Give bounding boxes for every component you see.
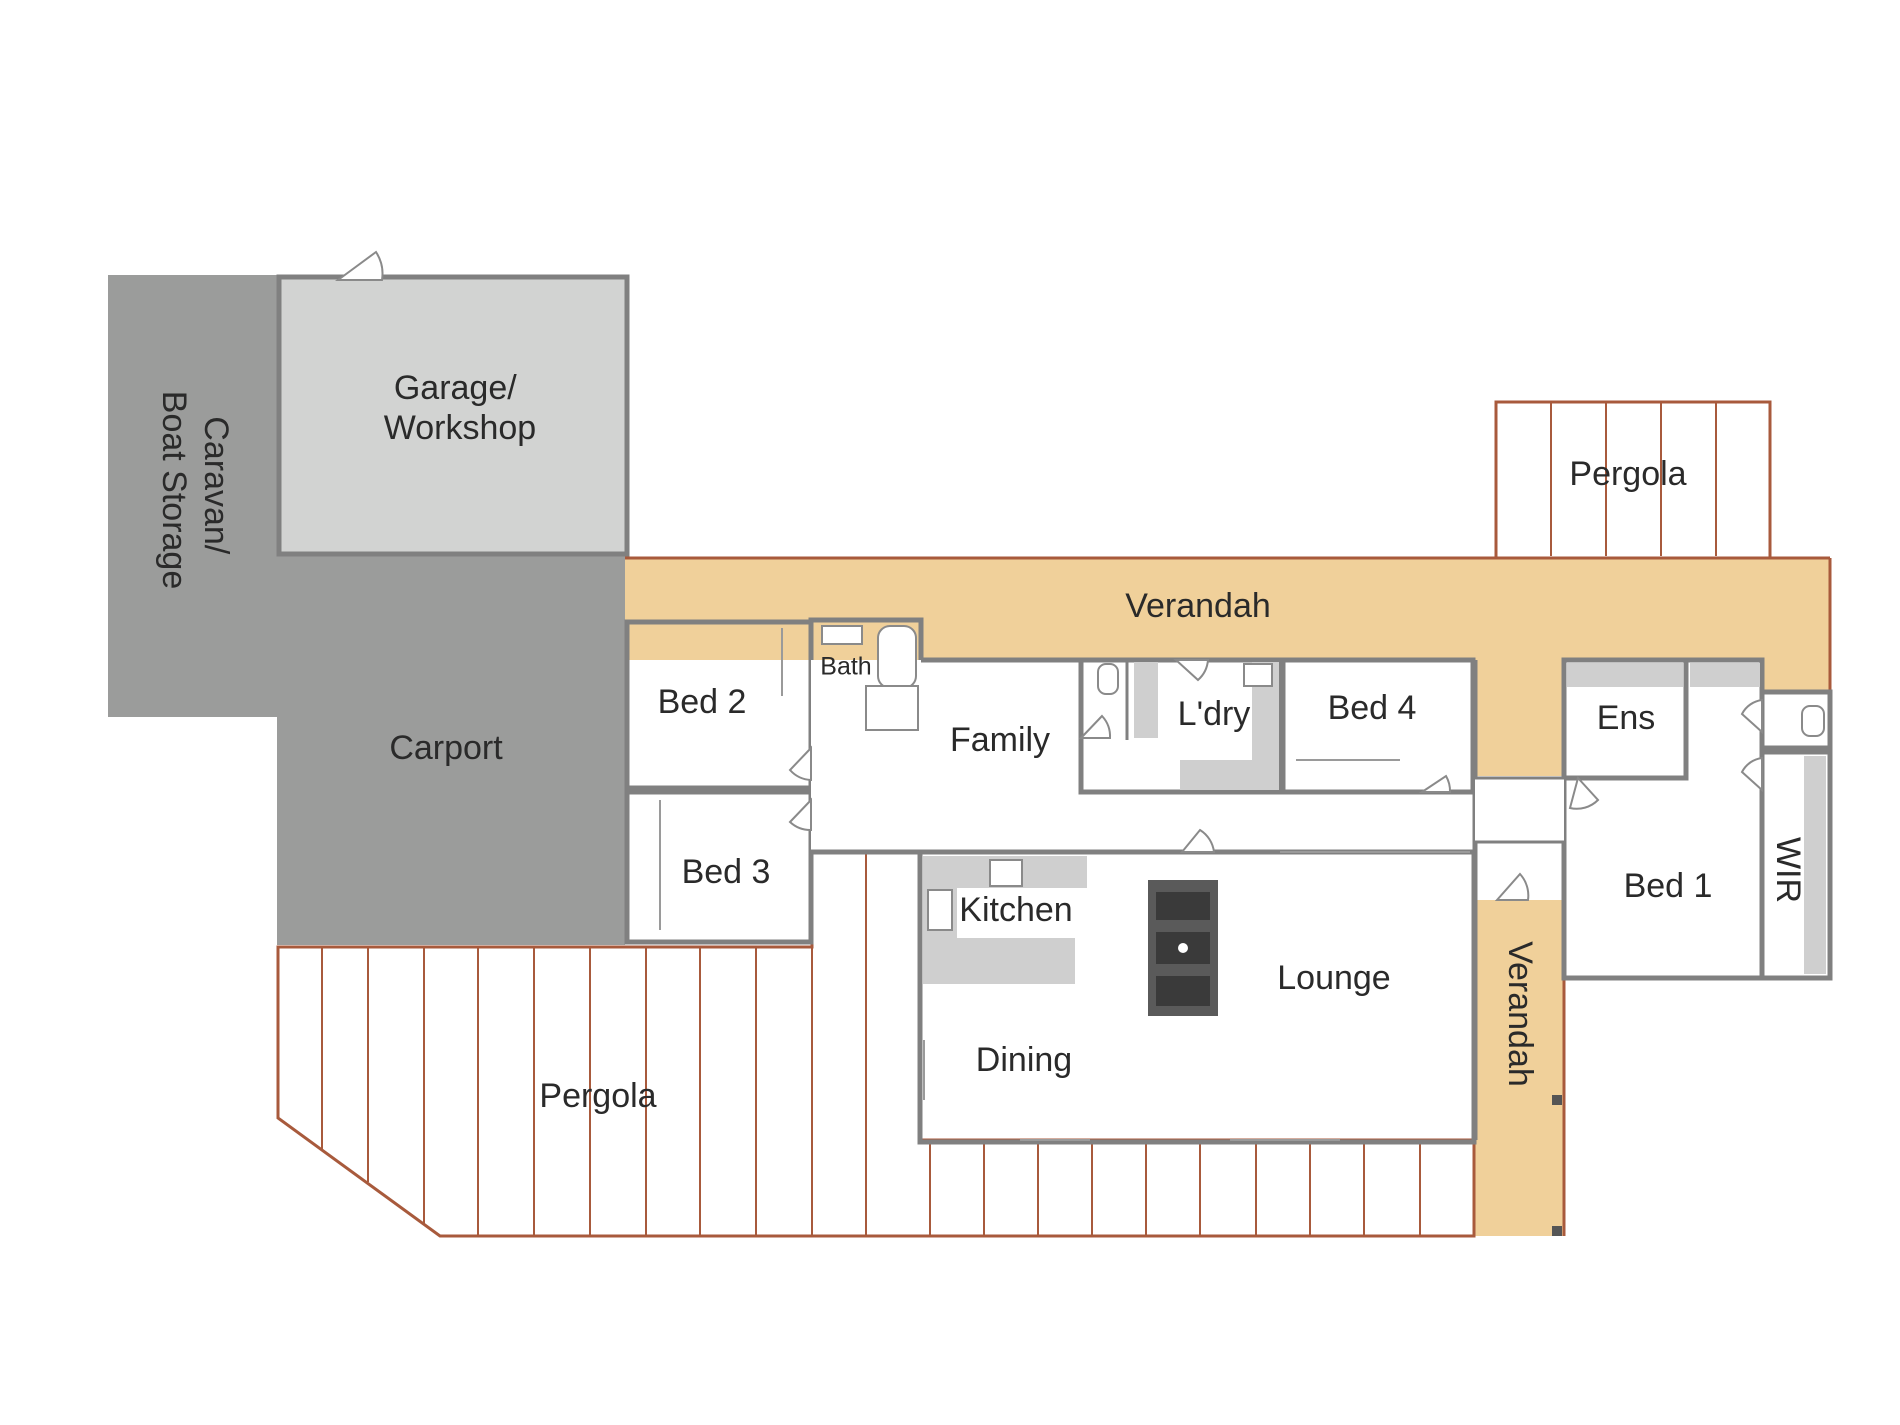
island-cell bbox=[1156, 976, 1210, 1006]
room-labels: Caravan/ Boat Storage Garage/ Workshop C… bbox=[155, 369, 1807, 1115]
door-icon bbox=[1418, 774, 1452, 793]
interior-rooms bbox=[624, 617, 1833, 1145]
post-marker bbox=[1552, 1226, 1562, 1236]
shower-icon bbox=[865, 685, 919, 731]
fixtures bbox=[821, 625, 1825, 737]
door-icon bbox=[1568, 775, 1600, 810]
wir-rail bbox=[1804, 756, 1826, 974]
sink-icon bbox=[1243, 663, 1273, 687]
door-icon bbox=[1179, 828, 1216, 853]
door-icon bbox=[1494, 872, 1530, 901]
wir-bench bbox=[1690, 663, 1760, 687]
doors bbox=[788, 659, 1763, 901]
post-marker bbox=[1552, 1095, 1562, 1105]
label-bed2: Bed 2 bbox=[658, 683, 747, 721]
label-ens: Ens bbox=[1597, 699, 1656, 737]
windows bbox=[659, 628, 1470, 1141]
pergola-bottom-planks bbox=[321, 852, 1421, 1236]
island-cell bbox=[1156, 892, 1210, 920]
label-pergola-top: Pergola bbox=[1569, 455, 1686, 493]
caravan-storage-area bbox=[108, 275, 280, 717]
ens-bench bbox=[1567, 663, 1683, 687]
room-bed1-wing bbox=[1561, 657, 1765, 981]
label-garage-workshop: Garage/ Workshop bbox=[384, 369, 536, 447]
label-verandah-top: Verandah bbox=[1125, 587, 1271, 625]
room-wir bbox=[1759, 749, 1833, 981]
kitchen-bench bbox=[923, 938, 1075, 984]
label-dining: Dining bbox=[976, 1041, 1072, 1079]
label-laundry: L'dry bbox=[1178, 695, 1251, 733]
sink-icon bbox=[927, 889, 953, 931]
toilet-icon bbox=[1801, 705, 1825, 737]
label-bed4: Bed 4 bbox=[1328, 689, 1417, 727]
label-bath: Bath bbox=[820, 653, 871, 681]
label-kitchen: Kitchen bbox=[959, 891, 1072, 929]
pergola-top-planks bbox=[1550, 402, 1717, 556]
label-family: Family bbox=[950, 721, 1050, 759]
label-caravan-storage: Caravan/ Boat Storage bbox=[155, 391, 235, 589]
label-verandah-side: Verandah bbox=[1501, 941, 1539, 1087]
toilet-icon bbox=[1097, 663, 1119, 695]
label-bed1: Bed 1 bbox=[1624, 867, 1713, 905]
label-wir: WIR bbox=[1769, 837, 1807, 903]
island-cell bbox=[1178, 943, 1188, 953]
door-icon bbox=[788, 797, 812, 832]
door-icon bbox=[788, 745, 812, 782]
verandah-top-area bbox=[625, 558, 1830, 776]
label-carport: Carport bbox=[389, 729, 503, 767]
laundry-bench bbox=[1180, 662, 1279, 790]
bathtub-icon bbox=[877, 625, 917, 689]
label-pergola-bottom: Pergola bbox=[539, 1077, 656, 1115]
door-icon bbox=[1078, 714, 1112, 739]
cooktop-icon bbox=[989, 859, 1023, 887]
door-icon bbox=[1740, 698, 1763, 735]
door-icon bbox=[1173, 659, 1210, 682]
room-bed3 bbox=[624, 789, 814, 945]
door-icon bbox=[1740, 756, 1763, 793]
room-ens bbox=[1561, 657, 1689, 781]
garage-workshop-area bbox=[276, 274, 630, 557]
label-lounge: Lounge bbox=[1277, 959, 1390, 997]
vanity-icon bbox=[821, 625, 863, 645]
label-bed3: Bed 3 bbox=[682, 853, 771, 891]
garage-door-icon bbox=[334, 250, 384, 281]
verandah-side-area bbox=[1474, 900, 1564, 1236]
laundry-bench bbox=[1134, 662, 1158, 738]
carport-area bbox=[277, 555, 625, 945]
hall-link bbox=[1475, 778, 1564, 842]
room-bed4 bbox=[1280, 657, 1476, 795]
